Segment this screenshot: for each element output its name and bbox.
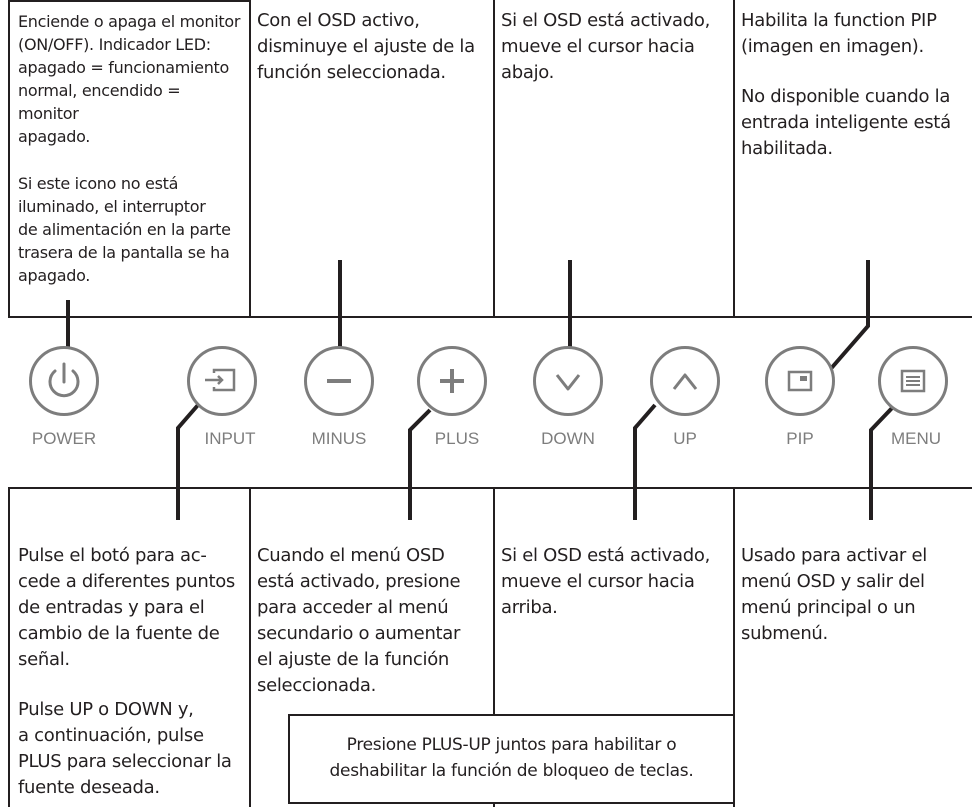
menu-description: Usado para activar el menú OSD y salir d… [741,545,927,644]
menu-leader-line [869,405,895,520]
key-lock-note: Presione PLUS-UP juntos para habilitar o… [288,714,735,804]
power-icon [48,362,80,398]
input-label: INPUT [204,429,256,448]
minus-icon [327,379,351,383]
up-description: Si el OSD está activado, mueve el cursor… [501,545,711,618]
chevron-down-icon [555,374,581,391]
up-label: UP [673,429,697,448]
minus-description-box: Con el OSD activo, disminuye el ajuste d… [249,0,495,318]
input-icon [205,368,236,392]
power-description: Enciende o apaga el monitor (ON/OFF). In… [18,12,241,285]
pip-icon [787,370,813,392]
down-description-box: Si el OSD está activado, mueve el cursor… [493,0,735,318]
input-leader-line [176,403,200,520]
up-leader-line [633,403,657,520]
plus-button[interactable] [417,346,487,416]
menu-button[interactable] [878,346,948,416]
plus-label: PLUS [434,429,480,448]
down-description: Si el OSD está activado, mueve el cursor… [501,10,711,83]
menu-label: MENU [890,429,942,448]
minus-label: MINUS [311,429,367,448]
pip-description: Habilita la function PIP (imagen en imag… [741,10,951,159]
chevron-up-icon [672,373,698,390]
menu-icon [900,369,926,393]
down-button[interactable] [533,346,603,416]
minus-description: Con el OSD activo, disminuye el ajuste d… [257,10,475,83]
up-button[interactable] [650,346,720,416]
pip-leader-line [826,260,870,374]
power-button[interactable] [29,346,99,416]
plus-leader-line [408,408,432,520]
input-button[interactable] [187,346,257,416]
leader-lines [66,260,895,520]
pip-description-box: Habilita la function PIP (imagen en imag… [733,0,972,318]
plus-description-box: Cuando el menú OSD está activado, presio… [249,487,495,807]
power-description-box: Enciende o apaga el monitor (ON/OFF). In… [8,0,251,318]
menu-description-box: Usado para activar el menú OSD y salir d… [733,487,972,807]
pip-button[interactable] [765,346,835,416]
plus-icon [440,369,464,393]
minus-button[interactable] [304,346,374,416]
up-description-box: Si el OSD está activado, mueve el cursor… [493,487,735,807]
power-label: POWER [31,429,97,448]
plus-description: Cuando el menú OSD está activado, presio… [257,545,461,696]
down-label: DOWN [541,429,595,448]
pip-label: PIP [786,429,814,448]
